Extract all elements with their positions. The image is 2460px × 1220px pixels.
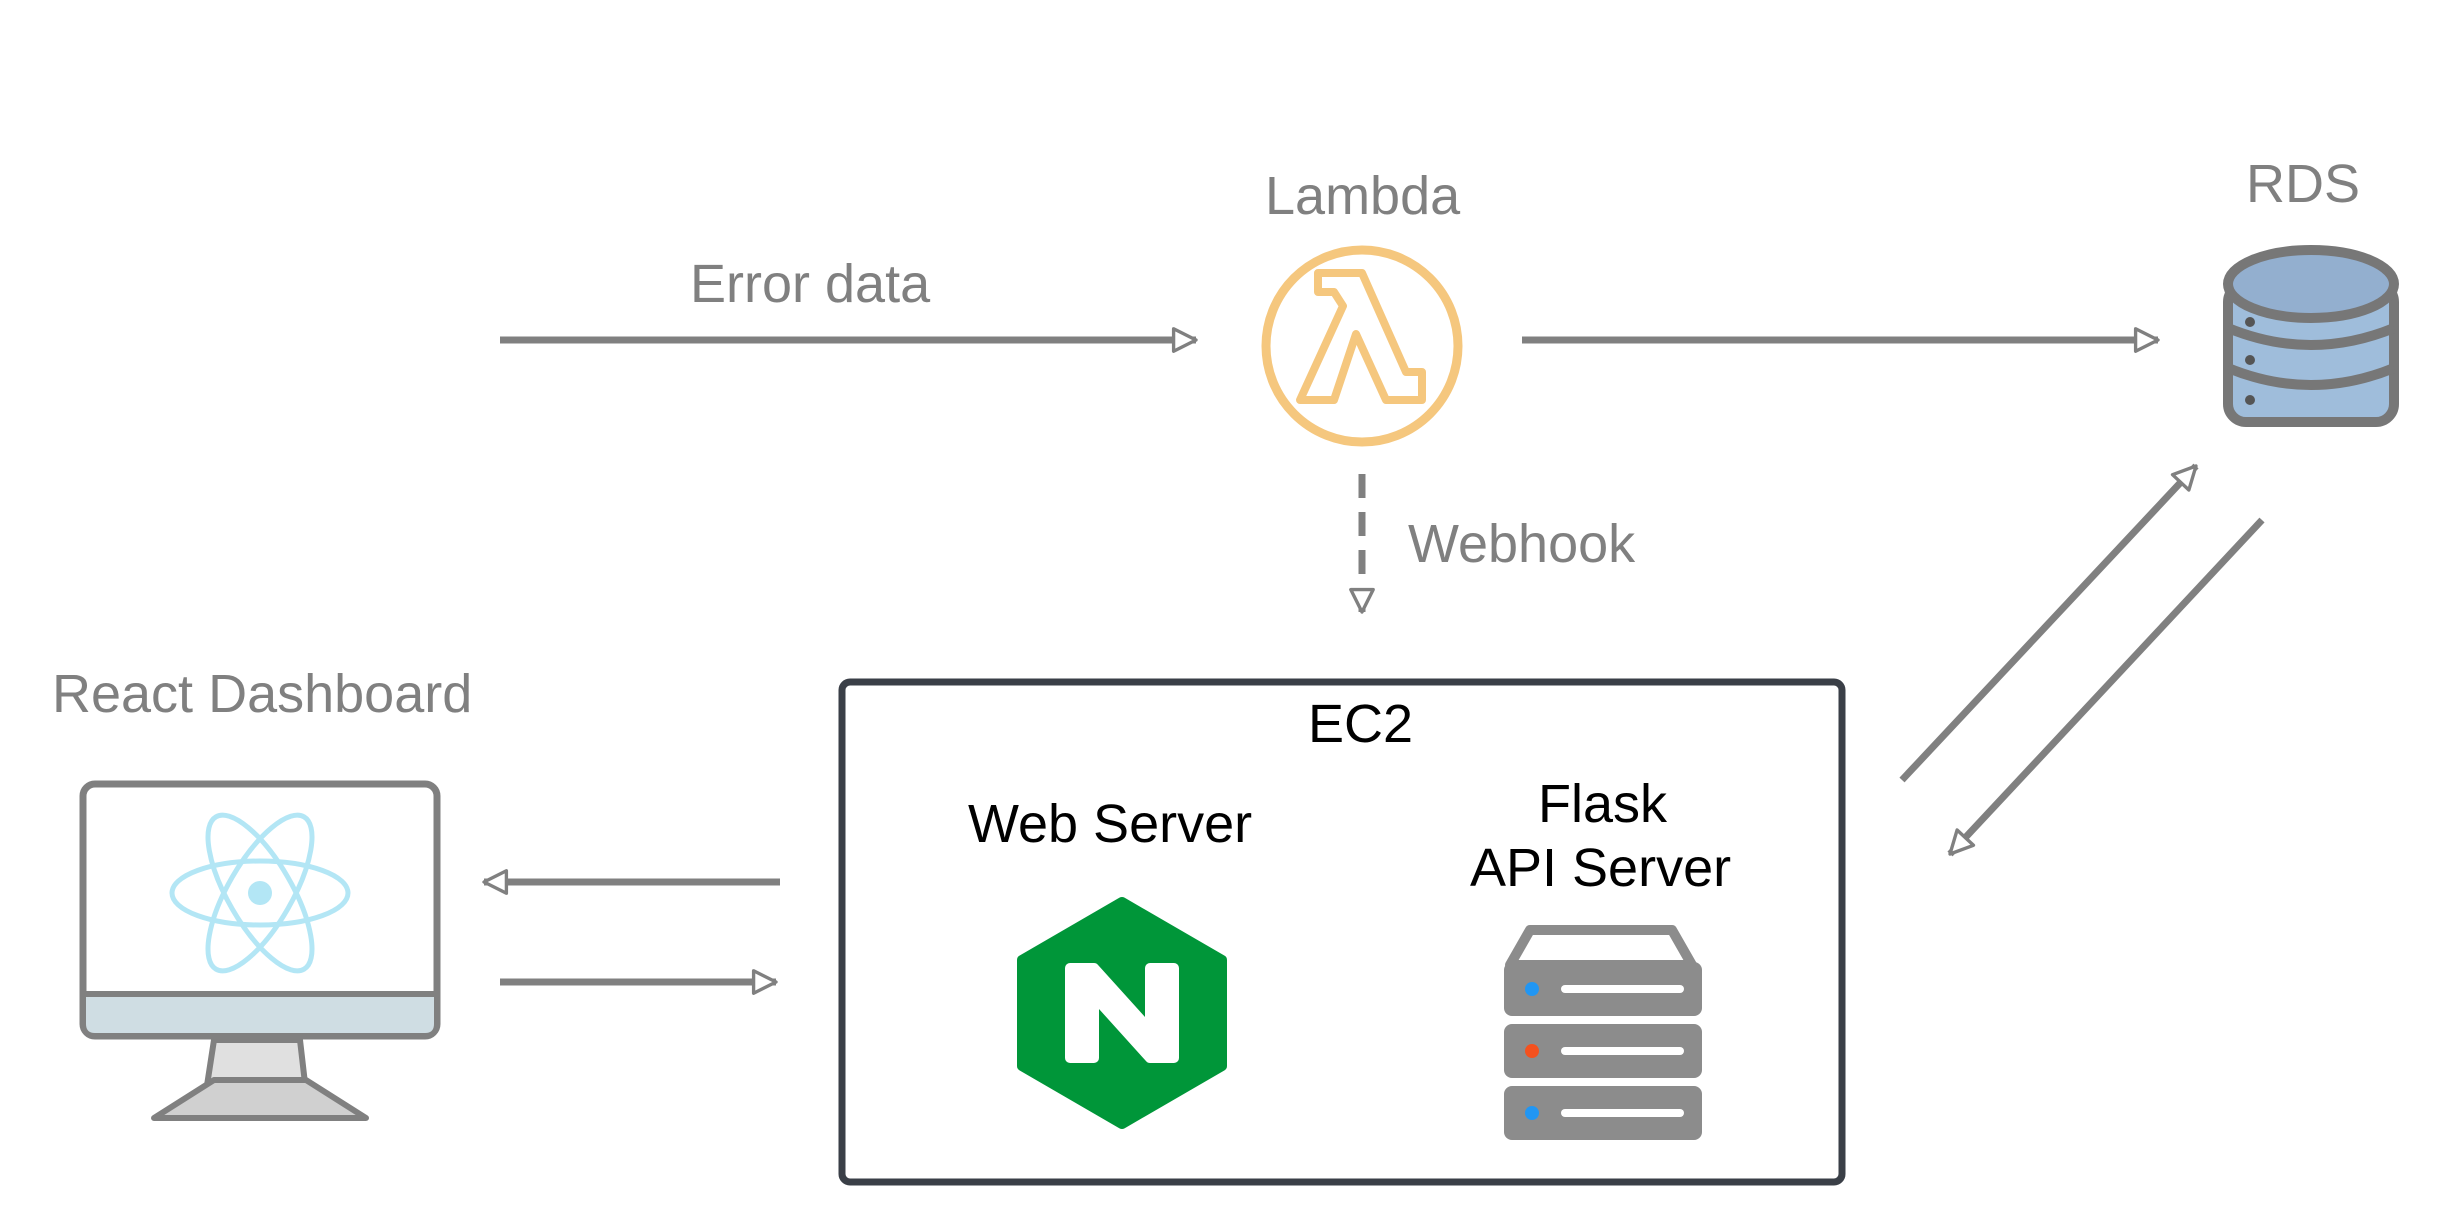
- react-dashboard-label: React Dashboard: [52, 664, 473, 724]
- rds-label: RDS: [2246, 154, 2361, 214]
- ec2-to-rds-arrow: [1899, 463, 2199, 783]
- api-server-label: API Server: [1470, 838, 1732, 898]
- rds-to-ec2-arrow: [1947, 517, 2265, 857]
- web-server-label: Web Server: [968, 794, 1253, 854]
- webhook-label: Webhook: [1408, 514, 1636, 574]
- server-rack-icon: [1504, 925, 1702, 1140]
- lambda-label: Lambda: [1265, 166, 1461, 226]
- nginx-icon: [1017, 897, 1227, 1129]
- lambda-icon: [1261, 245, 1463, 447]
- database-icon: [2223, 245, 2399, 427]
- monitor-icon: [79, 780, 441, 1121]
- error-data-label: Error data: [690, 254, 931, 314]
- ec2-label: EC2: [1308, 694, 1414, 754]
- react-logo-icon: [169, 812, 351, 974]
- flask-label: Flask: [1538, 774, 1668, 834]
